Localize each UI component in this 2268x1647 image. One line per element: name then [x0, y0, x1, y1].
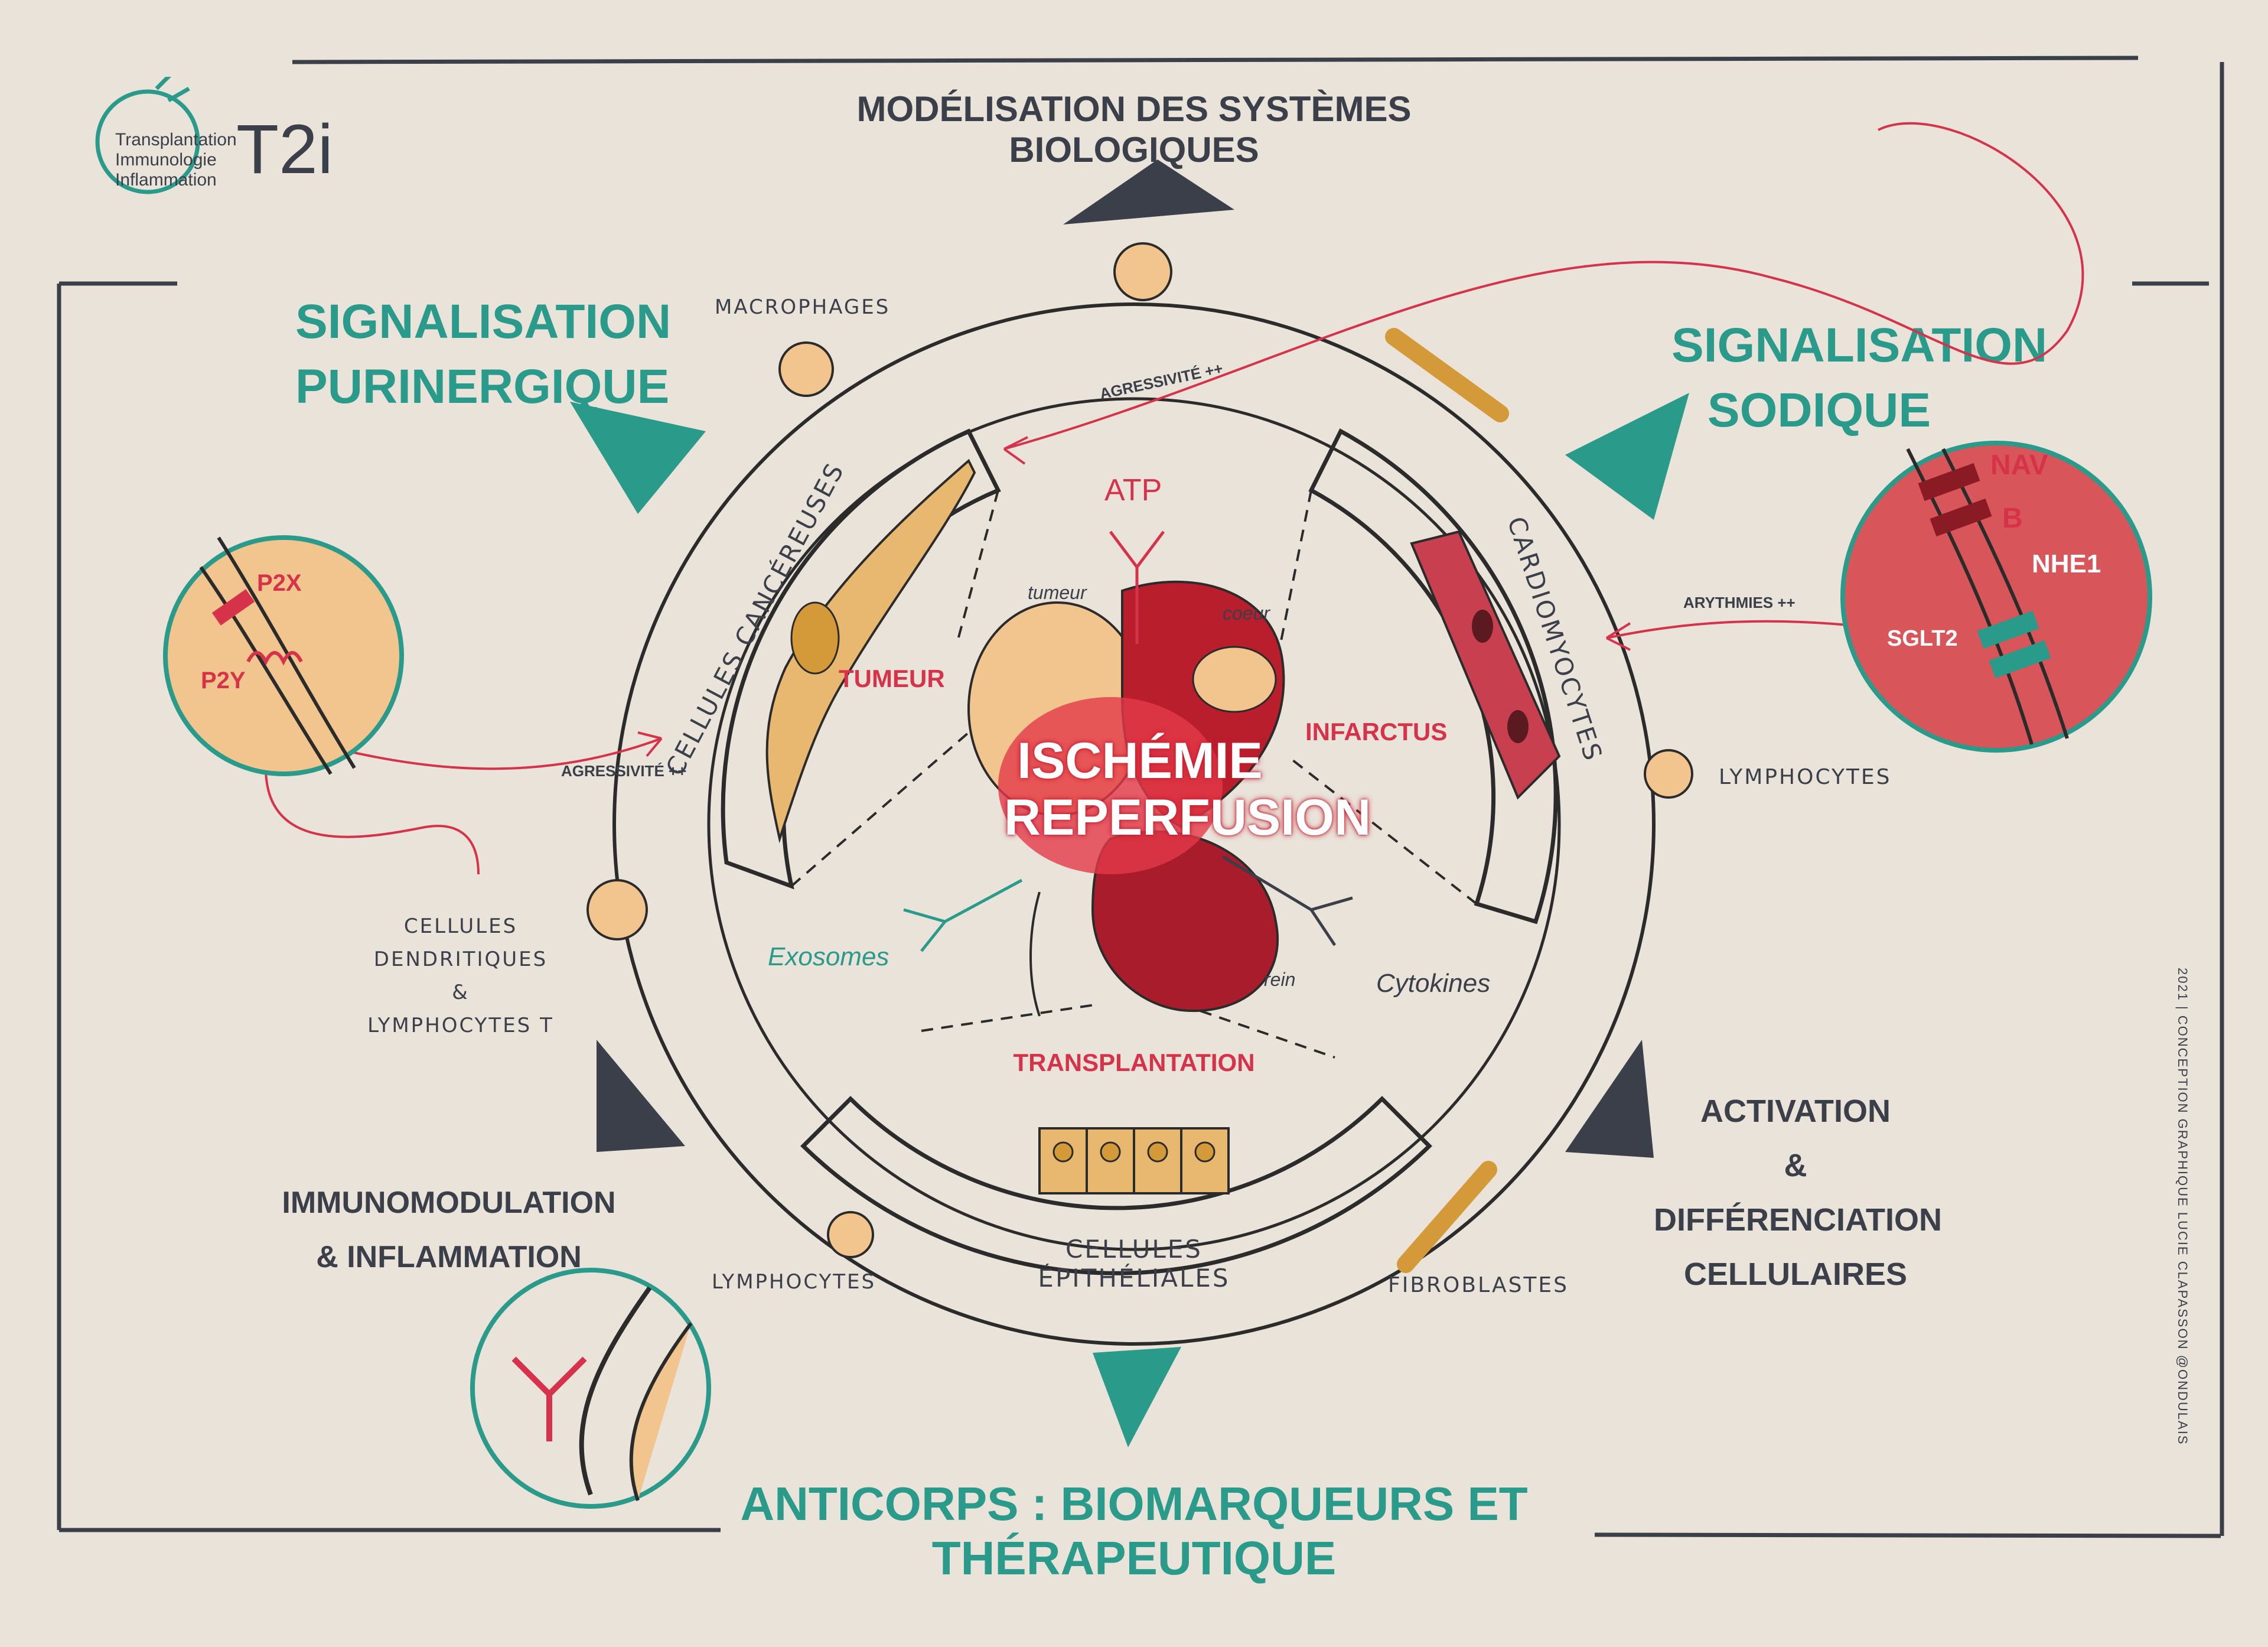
macrophages-label: MACROPHAGES — [715, 295, 890, 319]
p2x-label: P2X — [257, 570, 302, 597]
dendritic-line-2: DENDRITIQUES — [354, 943, 567, 976]
activation-heading: ACTIVATION & DIFFÉRENCIATION CELLULAIRES — [1654, 1084, 1937, 1301]
lymphocyte-right-cell — [1645, 750, 1692, 798]
top-immune-cell — [1115, 243, 1171, 300]
agressivite-left-label: AGRESSIVITÉ ++ — [561, 762, 686, 780]
activation-line-3: DIFFÉRENCIATION — [1654, 1193, 1937, 1247]
dendritic-label: CELLULES DENDRITIQUES & LYMPHOCYTES T — [354, 910, 567, 1042]
ischemie-line-2: REPERFUSION — [1004, 789, 1276, 846]
lymphocytes-right-label: LYMPHOCYTES — [1719, 765, 1892, 789]
ischemie-line-1: ISCHÉMIE — [1004, 733, 1276, 789]
sodium-zoom — [1843, 443, 2150, 750]
lymphocyte-bottom-cell — [828, 1212, 873, 1257]
sector-tumeur-label: TUMEUR — [839, 665, 945, 693]
bottom-title: Anticorps : Biomarqueurs et Thérapeutiqu… — [697, 1477, 1571, 1586]
activation-line-1: ACTIVATION — [1654, 1084, 1937, 1138]
nav-label: Nav — [1990, 449, 2048, 481]
epithelial-cells — [1040, 1128, 1228, 1193]
activation-line-4: CELLULAIRES — [1654, 1247, 1937, 1301]
dendritic-line-1: CELLULES — [354, 910, 567, 943]
dendritic-line-3: & — [354, 976, 567, 1009]
immuno-line-1: IMMUNOMODULATION — [260, 1176, 638, 1230]
atp-label: ATP — [1104, 473, 1162, 508]
p2y-label: P2Y — [201, 668, 246, 694]
epith-label: CELLULES ÉPITHÉLIALES — [969, 1235, 1299, 1293]
credit-text: 2021 | CONCEPTION GRAPHIQUE LUCIE CLAPAS… — [2175, 968, 2190, 1647]
ischemie-label: ISCHÉMIE REPERFUSION — [1004, 733, 1276, 846]
arrow-arythmies — [1606, 621, 1860, 638]
cytokines-label: Cytokines — [1376, 969, 1490, 998]
sglt-label: SGLT2 — [1887, 626, 1958, 652]
dendritic-line-4: LYMPHOCYTES T — [354, 1009, 567, 1042]
fibroblast-top — [1394, 337, 1500, 414]
macrophage-cell — [780, 343, 833, 396]
nhe-label: NHE1 — [2032, 549, 2101, 579]
arythmies-label: ARYTHMIES ++ — [1683, 594, 1795, 612]
exosomes-label: Exosomes — [768, 942, 889, 972]
activation-line-2: & — [1654, 1138, 1937, 1193]
beta-label: β — [2002, 502, 2023, 535]
tumeur-small-label: tumeur — [1028, 582, 1087, 604]
rein-small-label: rein — [1264, 969, 1295, 991]
sector-infarctus-label: INFARCTUS — [1305, 718, 1447, 746]
lymphocytes-bottom-label: LYMPHOCYTES — [712, 1270, 876, 1294]
fibroblastes-label: FIBROBLASTES — [1388, 1273, 1569, 1297]
immuno-line-2: & INFLAMMATION — [260, 1230, 638, 1284]
coeur-small-label: coeur — [1223, 603, 1270, 624]
immuno-heading: IMMUNOMODULATION & INFLAMMATION — [260, 1176, 638, 1284]
dendritic-cell — [588, 880, 647, 939]
sector-transplantation-label: TRANSPLANTATION — [1004, 1049, 1264, 1077]
